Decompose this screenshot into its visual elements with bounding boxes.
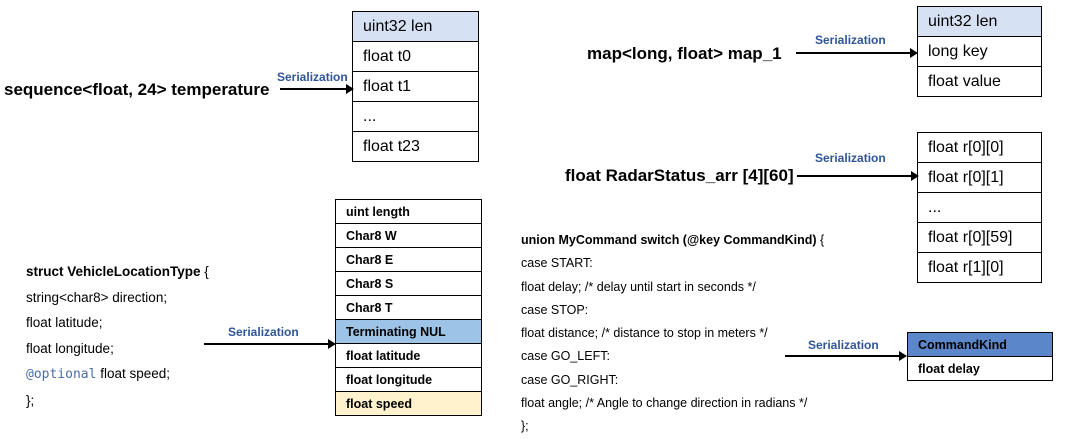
union-brace: { <box>816 233 825 247</box>
map-arrow <box>796 48 918 58</box>
sequence-label: sequence<float, 24> temperature <box>4 80 270 99</box>
struct-line-latitude: float latitude; <box>26 315 103 330</box>
struct-arrow <box>204 339 336 349</box>
struct-cell-s: Char8 S <box>335 271 482 296</box>
sequence-cell-t0: float t0 <box>352 41 479 72</box>
union-line-stop: case STOP: <box>521 302 589 317</box>
union-cell-commandkind: CommandKind <box>907 332 1053 357</box>
sequence-serialization-label: Serialization <box>277 70 348 84</box>
array-memory-layout: float r[0][0] float r[0][1] ... float r[… <box>917 132 1042 283</box>
array-serialization-label: Serialization <box>815 151 886 165</box>
array-cell-59: float r[0][59] <box>917 222 1042 253</box>
struct-cell-w: Char8 W <box>335 223 482 248</box>
struct-definition: struct VehicleLocationType { string<char… <box>26 259 209 413</box>
union-closing: }; <box>521 419 529 434</box>
struct-line-speed: float speed; <box>96 366 171 381</box>
sequence-cell-ellipsis: ... <box>352 101 479 132</box>
struct-line-longitude: float longitude; <box>26 340 114 356</box>
sequence-memory-layout: uint32 len float t0 float t1 ... float t… <box>352 11 479 162</box>
struct-cell-nul: Terminating NUL <box>335 319 482 344</box>
struct-cell-t: Char8 T <box>335 295 482 320</box>
struct-line-direction: string<char8> direction; <box>26 289 168 305</box>
union-serialization-label: Serialization <box>808 338 879 352</box>
union-line-start: case START: <box>521 256 593 271</box>
map-memory-layout: uint32 len long key float value <box>917 6 1042 97</box>
map-serialization-label: Serialization <box>815 33 886 47</box>
array-label: float RadarStatus_arr [4][60] <box>565 166 794 185</box>
array-cell-0: float r[0][0] <box>917 132 1042 163</box>
struct-cell-speed: float speed <box>335 391 482 416</box>
struct-header: struct VehicleLocationType <box>26 264 201 279</box>
union-memory-layout: CommandKind float delay <box>907 332 1053 381</box>
map-cell-key: long key <box>917 36 1042 67</box>
union-line-go-right: case GO_RIGHT: <box>521 372 619 387</box>
struct-cell-latitude: float latitude <box>335 343 482 368</box>
map-label: map<long, float> map_1 <box>587 44 782 63</box>
sequence-arrow <box>280 84 354 94</box>
union-header: union MyCommand switch (@key CommandKind… <box>521 233 817 247</box>
union-cell-delay: float delay <box>907 356 1053 381</box>
struct-optional-annotation: @optional <box>26 367 97 382</box>
struct-brace: { <box>200 264 209 279</box>
array-cell-1-0: float r[1][0] <box>917 252 1042 283</box>
struct-memory-layout: uint length Char8 W Char8 E Char8 S Char… <box>335 199 482 416</box>
union-line-go-left: case GO_LEFT: <box>521 349 610 364</box>
struct-closing: }; <box>26 392 35 408</box>
sequence-cell-t1: float t1 <box>352 71 479 102</box>
struct-serialization-label: Serialization <box>228 325 299 339</box>
union-arrow <box>785 351 907 361</box>
union-definition: union MyCommand switch (@key CommandKind… <box>521 229 824 439</box>
struct-cell-longitude: float longitude <box>335 367 482 392</box>
union-line-distance: float distance; /* distance to stop in m… <box>521 326 768 341</box>
union-line-delay: float delay; /* delay until start in sec… <box>521 279 756 294</box>
array-cell-ellipsis: ... <box>917 192 1042 223</box>
struct-cell-e: Char8 E <box>335 247 482 272</box>
sequence-cell-t23: float t23 <box>352 131 479 162</box>
sequence-cell-len: uint32 len <box>352 11 479 42</box>
map-cell-value: float value <box>917 66 1042 97</box>
map-cell-len: uint32 len <box>917 6 1042 37</box>
array-arrow <box>797 171 919 181</box>
union-line-angle: float angle; /* Angle to change directio… <box>521 396 808 411</box>
array-cell-1: float r[0][1] <box>917 162 1042 193</box>
struct-cell-length: uint length <box>335 199 482 224</box>
